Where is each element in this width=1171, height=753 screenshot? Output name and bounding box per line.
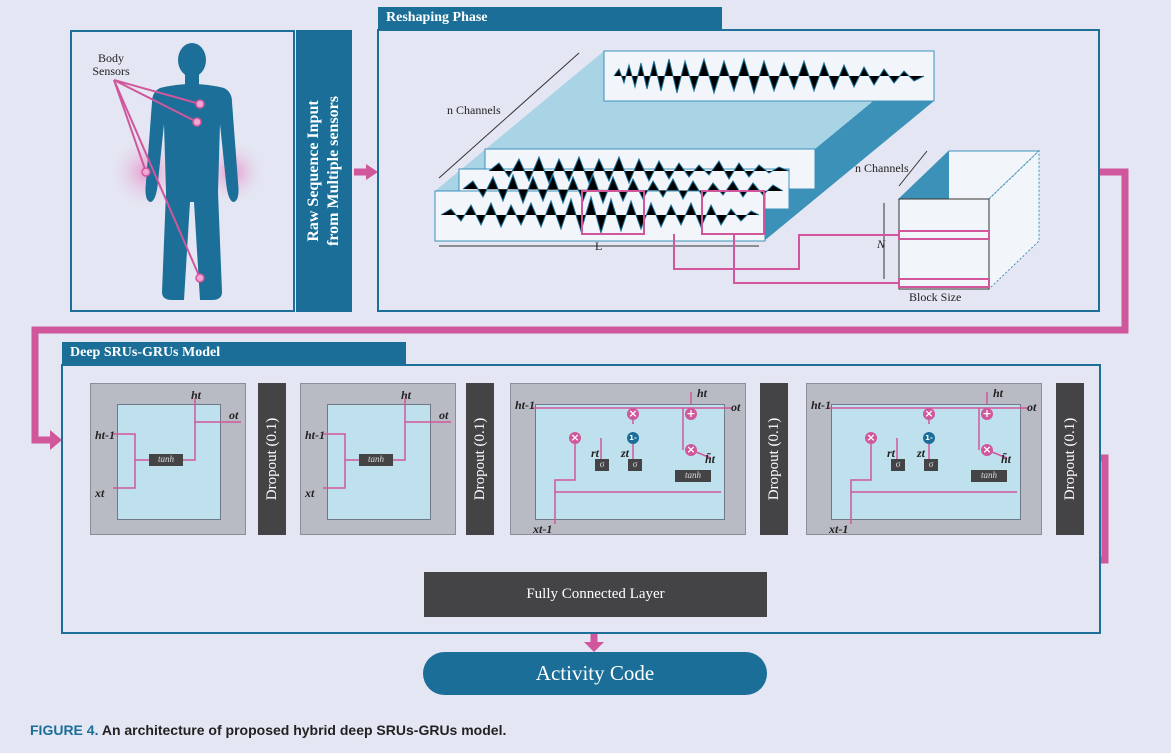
rt-label: rt (591, 446, 600, 460)
ht-label: ht (697, 386, 708, 400)
add-icon: + (685, 407, 697, 420)
reshaping-header: Reshaping Phase (378, 7, 722, 29)
sru-cell-1-wires (113, 398, 241, 489)
multiply-icon: × (627, 407, 639, 420)
multiply-icon: × (569, 431, 581, 444)
ht-prev-label: ht-1 (95, 428, 116, 442)
ot-label: ot (439, 408, 449, 422)
tanh-block: tanh (971, 470, 1007, 482)
n-label: N (877, 237, 886, 251)
sigma-block: σ (628, 459, 642, 471)
rt-label: rt (887, 446, 896, 460)
gru-cell-1: × × + × 1- σ σ tanh ht-1 ht ot rt zt h̃t… (510, 383, 746, 536)
one-minus-icon: 1- (923, 432, 935, 444)
add-icon: + (981, 407, 993, 420)
n-channels-label: n Channels (447, 103, 501, 117)
ot-label: ot (1027, 400, 1037, 414)
dropout-layer-3: Dropout (0.1) (760, 383, 788, 535)
ht-prev-label: ht-1 (515, 398, 536, 412)
ht-prev-label: ht-1 (305, 428, 326, 442)
sru-cell-2: tanh ht ot ht-1 xt (300, 383, 456, 535)
dropout-layer-4: Dropout (0.1) (1056, 383, 1084, 535)
xt-label: xt (95, 486, 105, 500)
h-tilde-label: h̃t (705, 452, 716, 466)
raw-input-label: Raw Sequence Input from Multiple sensors (305, 96, 342, 246)
reshaping-panel: n Channels L n Channels N Block Size (377, 29, 1100, 312)
xt-prev-label: xt-1 (533, 522, 553, 536)
ht-label: ht (191, 388, 202, 402)
sru-cell-2-wires (323, 398, 451, 489)
tanh-block: tanh (149, 454, 183, 466)
tanh-block: tanh (359, 454, 393, 466)
raw-input-bar: Raw Sequence Input from Multiple sensors (296, 30, 352, 312)
one-minus-icon: 1- (627, 432, 639, 444)
zt-label: zt (621, 446, 630, 460)
zt-label: zt (917, 446, 926, 460)
human-body-figure (107, 43, 267, 300)
multiply-icon: × (865, 431, 877, 444)
body-sensors-panel: Body Sensors (70, 30, 295, 312)
figure-number: FIGURE 4. (30, 722, 99, 738)
dropout-layer-1: Dropout (0.1) (258, 383, 286, 535)
dropout-layer-2: Dropout (0.1) (466, 383, 494, 535)
block-size-label: Block Size (909, 290, 962, 304)
multiply-icon: × (981, 443, 993, 456)
tanh-block: tanh (675, 470, 711, 482)
ht-label: ht (401, 388, 412, 402)
xt-label: xt (305, 486, 315, 500)
ht-label: ht (993, 386, 1004, 400)
sigma-block: σ (924, 459, 938, 471)
sensors-label: Body Sensors (92, 51, 130, 78)
figure-caption: FIGURE 4. An architecture of proposed hy… (30, 722, 506, 738)
sigma-block: σ (891, 459, 905, 471)
ot-label: ot (229, 408, 239, 422)
multiply-icon: × (685, 443, 697, 456)
ht-prev-label: ht-1 (811, 398, 832, 412)
gru-cell-2: × × + × 1- σ σ tanh ht-1 ht ot rt zt h̃t… (806, 383, 1042, 536)
sigma-block: σ (595, 459, 609, 471)
xt-prev-label: xt-1 (829, 522, 849, 536)
length-label: L (595, 239, 603, 253)
h-tilde-label: h̃t (1001, 452, 1012, 466)
ot-label: ot (731, 400, 741, 414)
n-channels-block-label: n Channels (855, 161, 909, 175)
activity-code-output: Activity Code (423, 652, 767, 695)
multiply-icon: × (923, 407, 935, 420)
sru-cell-1: tanh ht ot ht-1 xt (90, 383, 246, 535)
model-header: Deep SRUs-GRUs Model (62, 342, 406, 364)
figure-title: An architecture of proposed hybrid deep … (101, 722, 507, 738)
reshaping-diagram (434, 50, 1041, 291)
fully-connected-layer: Fully Connected Layer (424, 572, 767, 617)
